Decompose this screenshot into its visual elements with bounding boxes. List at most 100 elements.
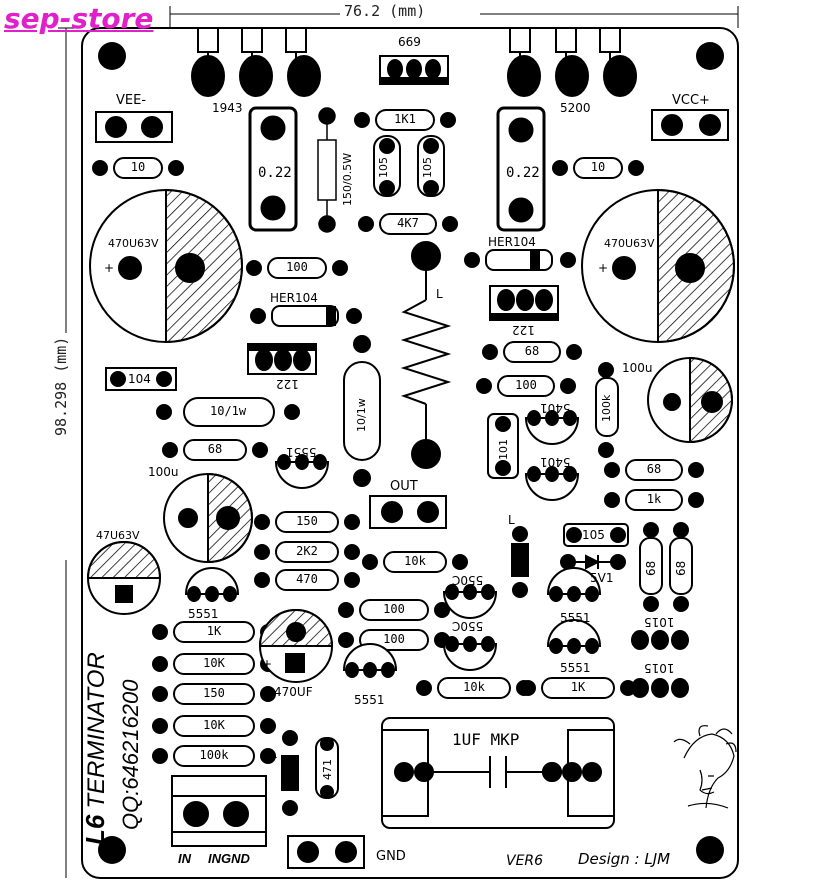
label-res-10k-mid: 10k [404,554,426,568]
label-her104-right: HER104 [488,235,536,249]
label-022-right: 0.22 [506,165,540,181]
label-104: 104 [128,372,151,386]
label-res-100-a: 100 [286,260,308,274]
label-5v1: 5V1 [590,571,614,585]
board-model: L6 [80,814,110,845]
res-470 [254,569,360,591]
res-1k1 [354,109,456,131]
label-5200: 5200 [560,101,591,115]
label-res-2k2: 2K2 [296,544,318,558]
cap-101 [487,413,519,479]
to92-550c-a [442,584,498,619]
resistor-layer [92,109,704,767]
resistor-10-1w-vertical [343,335,381,487]
cap-470u-left [89,188,243,344]
label-res-10k-bot: 10k [463,680,485,694]
res-2k2 [254,541,360,563]
label-res-1k1: 1K1 [394,112,416,126]
cap-mkp [381,717,615,829]
label-l-main: L [436,287,443,301]
label-l-in: L [270,747,277,761]
cap-470u-right [581,188,735,344]
board-name: TERMINATOR [83,652,110,809]
label-res-100-d: 100 [383,632,405,646]
label-1015-b: 1015 [644,661,675,675]
to92-5551-d [342,643,398,678]
transistor-122-left [247,343,317,375]
label-470uf: 470UF [274,685,313,699]
label-to92-5551-d: 5551 [354,693,385,707]
to92-550c-b [442,636,498,671]
label-122-right: 122 [512,323,535,337]
res-150-l [152,683,276,705]
label-out: OUT [390,479,418,494]
res-10k-l2 [152,715,276,737]
inductor-in [281,730,299,816]
label-47u: 47U63V [96,529,140,542]
res-68-b [604,459,704,481]
diode-her104-right [464,249,576,271]
label-669: 669 [398,35,421,49]
label-her104-left: HER104 [270,291,318,305]
label-res-68-c: 68 [207,442,223,456]
width-dimension: 76.2 (mm) [340,2,430,20]
resistor-68-vertical-pair [639,522,693,612]
label-vee: VEE- [116,93,147,108]
label-122-left: 122 [276,377,299,391]
designer-sketch [673,725,737,809]
res-100-d [338,629,450,651]
label-vcc: VCC+ [672,93,710,108]
caps-105-pair [373,135,445,197]
label-to92-5551-top: 5551 [286,445,317,459]
out-terminal [369,495,447,529]
label-res-100-b: 100 [515,378,537,392]
res-10k-mid [362,551,468,573]
label-to92-550c-a: 550C [452,573,484,587]
label-100u-right: 100u [622,361,653,375]
label-10-1w-vertical: 10/1w [355,398,368,432]
label-100k-vertical: 100k [600,394,613,422]
diode-her104-left [250,305,362,327]
res-10-left [92,157,184,179]
to92-5551-b [546,567,602,602]
res-68-c [162,439,268,461]
board-contact: QQ:646216200 [118,679,143,830]
label-res-68-a: 68 [524,344,540,358]
res-150 [254,511,360,533]
label-022-left: 0.22 [258,165,292,181]
dimension-lines [58,6,739,878]
to92-5401-b [524,466,580,501]
to92-5551-top [274,454,330,489]
label-to92-5551-b: 5551 [560,611,591,625]
cap-100u-left [163,472,253,564]
label-470u-right: 470U63V [604,237,655,250]
res-100-c [338,599,450,621]
zener-diode [560,554,626,570]
res-1k-a [604,489,704,511]
res-10-right [552,157,644,179]
label-res-100k-l: 100k [199,748,229,762]
label-100u-left: 100u [148,465,179,479]
gnd-terminal [287,835,365,869]
res-1k-bot [520,677,636,699]
plus-470uf: + [262,657,273,671]
res-100-b [476,375,576,397]
inductor-main [400,241,452,469]
label-to92-5401-a: 5401 [540,401,571,415]
mounting-holes [98,42,724,864]
label-105-c: 105 [582,528,605,542]
cap-105-horizontal [563,523,629,547]
label-res-68-b: 68 [646,462,662,476]
label-1015-a: 1015 [644,615,675,629]
to92-5551-c [546,619,602,654]
board-designer: Design : LJM [578,850,671,868]
board-version: VER6 [506,853,544,869]
label-res-10-1w-horizontal: 10/1w [210,404,247,418]
board-title: L6 TERMINATOR [80,652,111,845]
res-100k-l [152,745,276,767]
cap-470uf [258,609,334,683]
input-terminal-block [171,775,267,847]
res-10-1w-horizontal [156,397,300,427]
label-res-470: 470 [296,572,318,586]
label-res-150: 150 [296,514,318,528]
